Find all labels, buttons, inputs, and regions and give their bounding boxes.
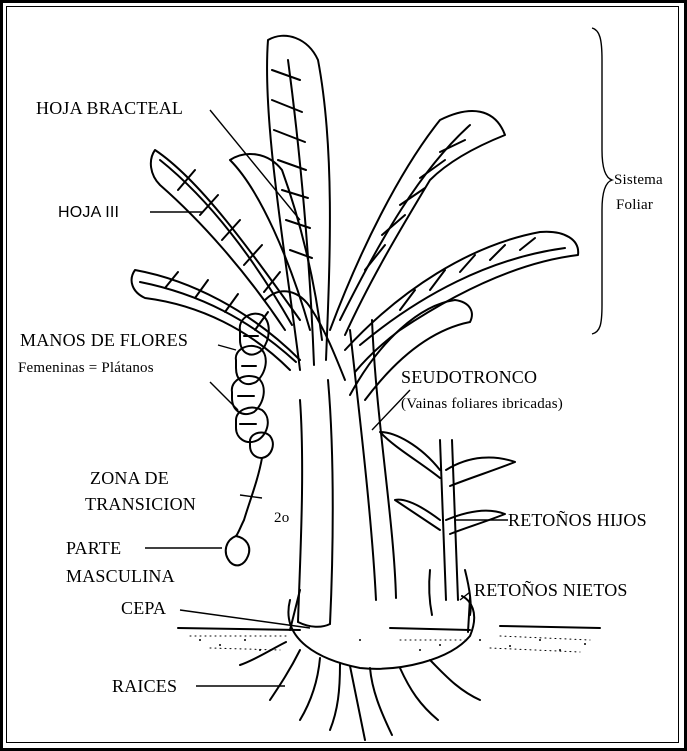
pseudostem <box>298 380 333 624</box>
sucker-nieto <box>429 570 471 615</box>
label-seudotronco: SEUDOTRONCO <box>401 367 537 387</box>
ground-line <box>178 626 600 630</box>
leader-cepa <box>180 610 310 628</box>
label-transicion: TRANSICION <box>85 494 196 514</box>
roots <box>240 642 480 740</box>
label-parte: PARTE <box>66 538 121 558</box>
label-retonos-nietos: RETOÑOS NIETOS <box>474 580 628 600</box>
foliar-brace <box>592 28 612 334</box>
soil-stipple <box>199 639 586 651</box>
leaf-bracteal-stalk <box>265 291 345 380</box>
label-foliar: Foliar <box>616 195 653 215</box>
leaf-central <box>267 36 330 370</box>
label-hoja-iii: HOJA III <box>58 203 119 223</box>
label-manos-de-flores: MANOS DE FLORES <box>20 330 188 350</box>
label-cepa: CEPA <box>121 598 166 618</box>
label-femeninas-platanos: Femeninas = Plátanos <box>18 358 154 378</box>
label-masculina: MASCULINA <box>66 566 175 586</box>
leader-manos-flores <box>218 345 236 350</box>
label-2o: 2o <box>274 508 289 528</box>
label-sistema: Sistema <box>614 170 663 190</box>
label-retonos-hijos: RETOÑOS HIJOS <box>508 510 647 530</box>
leader-hoja-bracteal <box>210 110 300 220</box>
label-zona-de: ZONA DE <box>90 468 169 488</box>
label-hoja-bracteal: HOJA BRACTEAL <box>36 98 183 118</box>
leaf-right-upper <box>330 111 505 335</box>
corm <box>288 596 474 669</box>
label-vainas-foliares: (Vainas foliares ibricadas) <box>401 394 563 414</box>
label-raices: RAICES <box>112 676 177 696</box>
leader-femeninas <box>210 382 238 410</box>
flower-hands <box>232 314 273 458</box>
male-bud <box>226 536 250 565</box>
